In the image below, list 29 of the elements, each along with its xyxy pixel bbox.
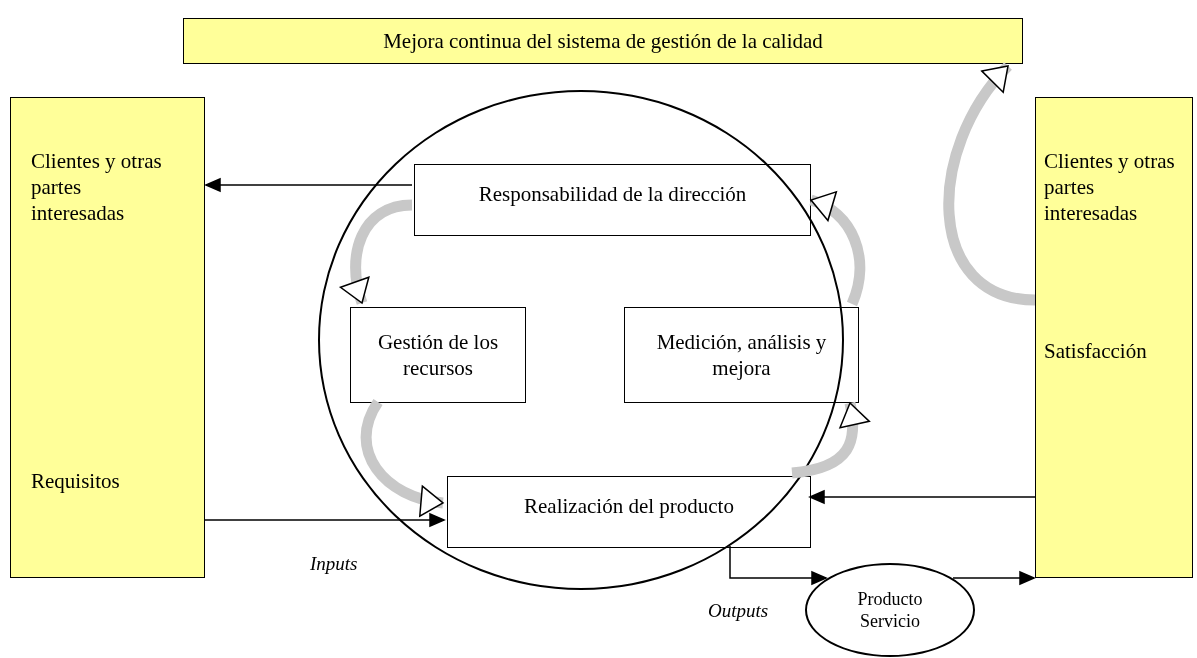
arrow (204, 513, 445, 527)
arrow (205, 178, 413, 192)
stakeholder-panel (1035, 97, 1193, 578)
curved-block-arrow (809, 192, 866, 306)
stakeholder-label: Clientes y otras partes interesadas (1044, 148, 1176, 226)
banner-box (183, 18, 1023, 64)
process-box (350, 307, 526, 403)
curved-block-arrow (943, 62, 1036, 306)
process-box (624, 307, 859, 403)
stakeholder-note: Requisitos (31, 468, 121, 494)
arrow (809, 490, 1036, 504)
node-label: Realización del producto (523, 493, 735, 520)
arrow (952, 571, 1035, 585)
arrow (729, 545, 827, 585)
edge-label: Outputs (708, 600, 769, 622)
process-box (414, 164, 811, 236)
ellipse-node (805, 563, 975, 657)
stakeholder-label: Clientes y otras partes interesadas (31, 148, 163, 226)
node-label: Responsabilidad de la dirección (477, 181, 748, 208)
node-label: Mejora continua del sistema de gestión de la calidad (382, 28, 824, 54)
node-label: Producto Servicio (856, 588, 924, 632)
stakeholder-note: Satisfacción (1044, 338, 1148, 364)
curved-block-arrow (340, 199, 413, 305)
node-label: Medición, análisis y mejora (655, 329, 828, 381)
edge-label: Inputs (310, 553, 358, 575)
process-box (447, 476, 811, 548)
node-label: Gestión de los recursos (376, 329, 500, 381)
curved-block-arrow (360, 399, 444, 516)
stakeholder-panel (10, 97, 205, 578)
